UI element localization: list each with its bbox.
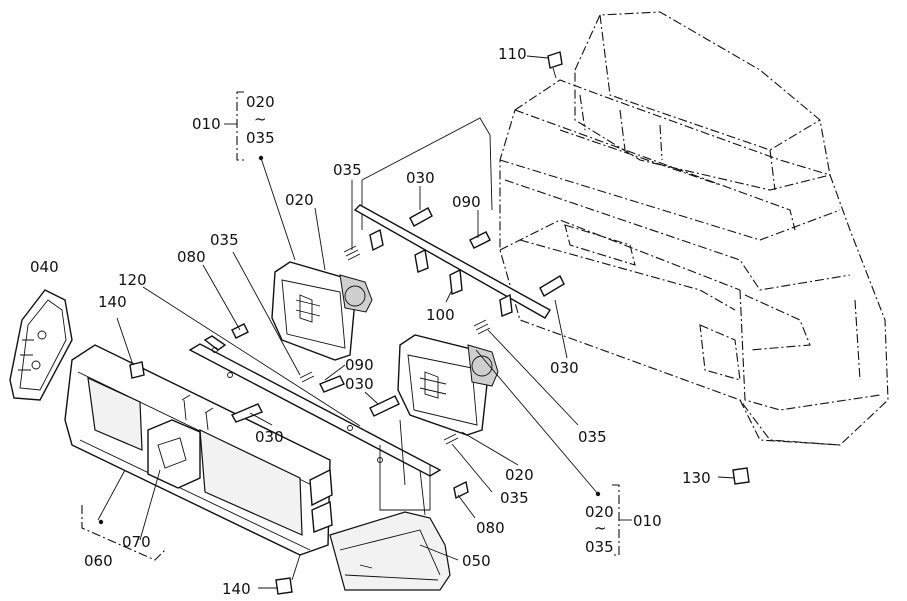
callout-020-b: 020 (505, 466, 534, 484)
headlamp-upper (271, 261, 373, 361)
callout-110: 110 (498, 45, 527, 63)
callout-120: 120 (118, 271, 147, 289)
callout-020-bot: 020 (585, 503, 614, 521)
callout-030-b: 030 (550, 359, 579, 377)
callout-140-b: 140 (222, 580, 251, 598)
callout-035-top: 035 (246, 129, 275, 147)
corner-lamp (329, 511, 451, 591)
grouping-brackets (81, 91, 632, 561)
callout-100: 100 (426, 306, 455, 324)
vehicle-body-outline (499, 11, 889, 446)
reference-dots (98, 155, 601, 525)
callout-035-d: 035 (500, 489, 529, 507)
callout-035-b: 035 (210, 231, 239, 249)
lower-bracket (188, 335, 442, 516)
front-bracket-frame (353, 117, 551, 319)
side-marker-lamp (9, 289, 73, 401)
callout-080-b: 080 (476, 519, 505, 537)
callout-010-top: 010 (192, 115, 221, 133)
callout-090-a: 090 (452, 193, 481, 211)
callout-140-a: 140 (98, 293, 127, 311)
callout-020-top: 020 (246, 93, 275, 111)
callout-020-a: 020 (285, 191, 314, 209)
callout-030-a: 030 (406, 169, 435, 187)
callout-040: 040 (30, 258, 59, 276)
callout-labels: 110 010 020 ~ 035 035 030 020 090 035 04… (30, 45, 711, 598)
front-grille (64, 344, 333, 556)
callout-030-c: 030 (345, 375, 374, 393)
callout-035-a: 035 (333, 161, 362, 179)
callout-080-a: 080 (177, 248, 206, 266)
callout-030-d: 030 (255, 428, 284, 446)
callout-tilde-bot: ~ (594, 519, 607, 537)
callout-050: 050 (462, 552, 491, 570)
callout-130: 130 (682, 469, 711, 487)
callout-tilde-top: ~ (254, 110, 267, 128)
callout-070: 070 (122, 533, 151, 551)
leader-lines (97, 55, 736, 589)
callout-090-b: 090 (345, 356, 374, 374)
callout-060: 060 (84, 552, 113, 570)
callout-010-bot: 010 (633, 512, 662, 530)
callout-035-c: 035 (578, 428, 607, 446)
callout-035-bot: 035 (585, 538, 614, 556)
fasteners (129, 51, 750, 595)
headlamp-lower (397, 334, 499, 436)
